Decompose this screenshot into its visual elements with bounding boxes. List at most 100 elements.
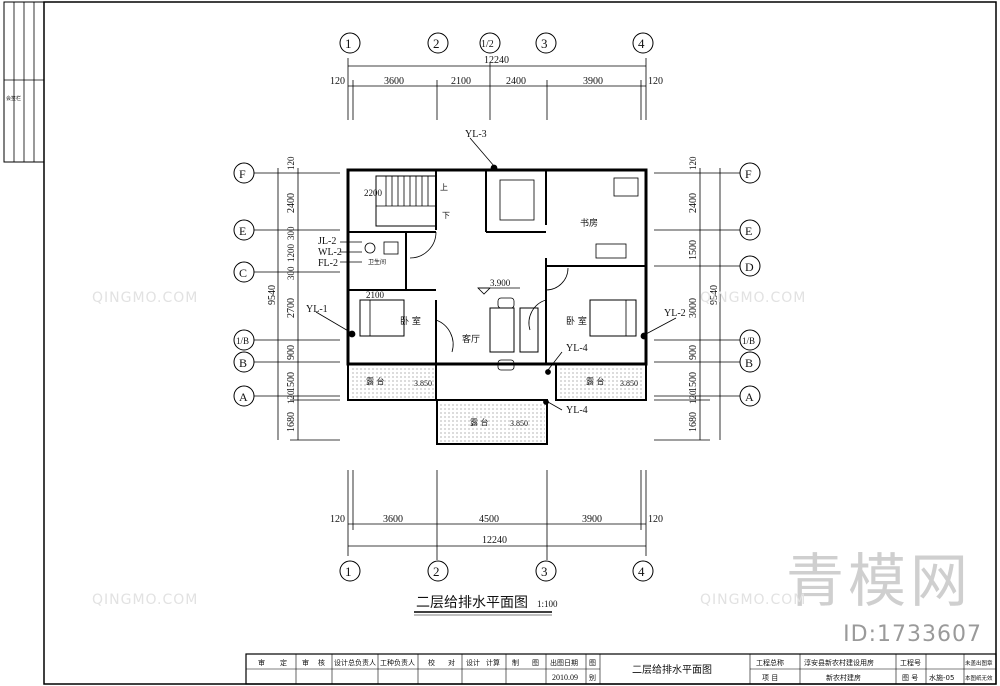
- bottom-dim-seg: 120: [648, 514, 663, 525]
- left-dim-seg: 2700: [286, 298, 297, 318]
- balcony-left-fill: [350, 366, 434, 398]
- right-dim-seg: 1680: [688, 412, 699, 432]
- elevation-balcony-left: 3.850: [414, 379, 432, 388]
- tb-role: 图: [589, 659, 596, 667]
- svg-text:3: 3: [541, 564, 548, 579]
- top-dim-seg: 3600: [384, 76, 404, 87]
- right-dim-seg: 2400: [688, 193, 699, 213]
- left-dim-seg: 300: [286, 266, 296, 280]
- svg-text:1/B: 1/B: [236, 336, 249, 346]
- plan-title: 二层给排水平面图: [416, 595, 528, 611]
- bottom-dim-seg: 3600: [383, 514, 403, 525]
- tb-role: 工种负责人: [380, 658, 415, 667]
- watermark-logo: 青模网: [785, 547, 972, 615]
- svg-text:3: 3: [541, 36, 548, 51]
- axis-bubble-top-1-2: 1/2: [479, 32, 501, 54]
- floor-plan: [346, 168, 648, 445]
- axis-bubble-bottom-1: 1: [339, 560, 361, 582]
- plan-scale: 1:100: [537, 599, 558, 609]
- watermark-small: QINGMO.COM: [700, 592, 807, 608]
- right-dim-seg: 1500: [688, 240, 699, 260]
- tb-role: 制: [512, 658, 519, 667]
- tb-item-label: 项 目: [762, 674, 778, 682]
- svg-text:A: A: [745, 390, 754, 404]
- axis-bubble-top-3: 3: [535, 32, 557, 54]
- right-dimension-group: [654, 168, 740, 441]
- room-bedroom-left: 卧 室: [400, 315, 421, 327]
- tb-role: 出图日期: [550, 658, 578, 667]
- tb-date: 2010.09: [552, 673, 578, 682]
- bottom-dim-seg: 3900: [582, 514, 602, 525]
- svg-text:2: 2: [433, 564, 440, 579]
- svg-text:F: F: [745, 167, 752, 181]
- axis-bubble-bottom-2: 2: [427, 560, 449, 582]
- pipe-markers: [315, 137, 677, 411]
- inner-dim-2100: 2100: [366, 290, 385, 300]
- svg-text:D: D: [745, 260, 754, 274]
- axis-bubble-top-1: 1: [339, 32, 361, 54]
- left-dim-seg: 120: [286, 156, 296, 170]
- axis-bubble-right-B: B: [739, 351, 761, 373]
- balcony-right-fill: [558, 366, 644, 398]
- svg-text:4: 4: [638, 564, 645, 579]
- bottom-total-dim: 12240: [482, 535, 507, 546]
- bottom-dim-seg: 120: [330, 514, 345, 525]
- top-dimension-group: [347, 58, 647, 120]
- pipe-label-yl2: YL-2: [664, 308, 686, 319]
- right-dim-seg: 1500: [688, 372, 699, 392]
- axis-bubble-right-D: D: [739, 255, 761, 277]
- top-dim-seg: 120: [648, 76, 663, 87]
- tb-role: 审: [302, 658, 309, 667]
- tb-role: 对: [448, 658, 455, 667]
- pipe-label-yl3: YL-3: [465, 129, 487, 140]
- svg-text:E: E: [239, 224, 246, 238]
- tb-role: 别: [589, 673, 596, 682]
- axis-bubble-bottom-4: 4: [632, 560, 654, 582]
- bottom-dim-seg: 4500: [479, 514, 499, 525]
- axis-bubble-left-E: E: [233, 219, 255, 241]
- elevation-balcony-center: 3.850: [510, 419, 528, 428]
- tb-item-name: 新农村建房: [826, 673, 861, 682]
- room-balcony-center: 露 台: [470, 417, 489, 427]
- tb-role: 审: [258, 658, 265, 667]
- watermark-small: QINGMO.COM: [92, 592, 199, 608]
- balcony-center-outline: [436, 399, 548, 445]
- pipe-label-jl2: JL-2: [318, 236, 336, 247]
- tb-project-label: 工程总称: [756, 658, 784, 667]
- axis-bubble-right-A: A: [739, 385, 761, 407]
- tb-role: 设计总负责人: [334, 658, 376, 667]
- svg-text:A: A: [239, 390, 248, 404]
- room-balcony-right: 露 台: [586, 376, 605, 386]
- pipe-label-yl4-lower: YL-4: [566, 405, 588, 416]
- axis-bubble-right-F: F: [739, 162, 761, 184]
- watermark-small: QINGMO.COM: [92, 290, 199, 306]
- room-balcony-left: 露 台: [366, 376, 385, 386]
- watermark-small: QINGMO.COM: [700, 290, 807, 306]
- left-dim-seg: 300: [286, 226, 296, 240]
- svg-text:B: B: [239, 356, 247, 370]
- inner-dim-2200: 2200: [364, 188, 383, 198]
- top-dim-seg: 3900: [583, 76, 603, 87]
- svg-text:2: 2: [433, 36, 440, 51]
- tb-drawing-no-label: 图 号: [902, 674, 918, 682]
- left-dim-seg: 1200: [286, 244, 296, 263]
- bottom-dimension-group: [347, 470, 647, 560]
- svg-text:4: 4: [638, 36, 645, 51]
- tb-stamp-2: 本图纸无效: [965, 674, 993, 682]
- axis-bubble-right-E: E: [739, 219, 761, 241]
- room-living: 客厅: [462, 333, 480, 345]
- balcony-left-outline: [347, 363, 437, 401]
- pipe-label-wl2: WL-2: [318, 247, 342, 258]
- tb-role: 定: [280, 658, 287, 667]
- stair-down-label: 下: [442, 211, 450, 220]
- left-dim-seg: 120: [286, 390, 296, 404]
- tb-role: 图: [532, 659, 539, 667]
- svg-text:1: 1: [345, 36, 352, 51]
- pipe-label-yl1: YL-1: [306, 304, 328, 315]
- right-dim-seg: 120: [688, 156, 698, 170]
- tb-role: 核: [318, 658, 325, 667]
- left-dimension-group: [254, 168, 340, 441]
- top-dim-seg: 2100: [451, 76, 471, 87]
- tb-project-no-label: 工程号: [900, 658, 921, 667]
- top-dim-seg: 2400: [506, 76, 526, 87]
